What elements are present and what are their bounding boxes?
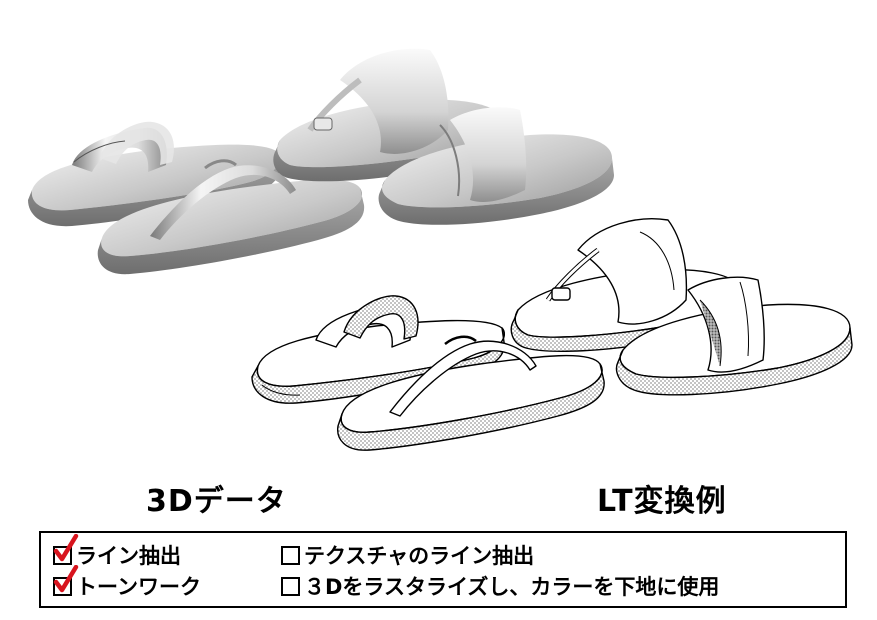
check-mark-icon — [53, 533, 79, 561]
lt-band-sandal-front — [615, 276, 853, 396]
checkbox-texture-line-extraction[interactable] — [281, 545, 300, 565]
option-line-extraction[interactable]: ライン抽出 — [53, 533, 181, 570]
option-texture-line-extraction[interactable]: テクスチャのライン抽出 — [281, 540, 534, 570]
conversion-options-panel: ライン抽出 トーンワーク テクスチャのライン抽出 ３Dをラスタライズし、カラーを… — [39, 531, 847, 608]
render-3d-group — [28, 48, 614, 275]
caption-lt-example: LT変換例 — [597, 484, 727, 519]
option-label: ライン抽出 — [76, 544, 181, 568]
caption-3d-data: 3Dデータ — [146, 484, 287, 519]
checkbox-line-extraction[interactable] — [53, 533, 79, 565]
lt-strap-sandal-back — [251, 295, 505, 404]
check-mark-icon — [53, 564, 79, 592]
checkbox-tone-work[interactable] — [53, 564, 79, 596]
render-lt-group — [251, 218, 853, 451]
checkbox-rasterize-3d-color[interactable] — [281, 576, 300, 596]
option-label: ３Dをラスタライズし、カラーを下地に使用 — [304, 575, 720, 599]
option-label: テクスチャのライン抽出 — [304, 544, 535, 568]
render-band-sandal-front — [378, 107, 614, 225]
option-label: トーンワーク — [76, 575, 201, 599]
render-thong-sandal-front — [97, 159, 365, 275]
option-tone-work[interactable]: トーンワーク — [53, 564, 201, 601]
option-rasterize-3d-color[interactable]: ３Dをラスタライズし、カラーを下地に使用 — [281, 571, 719, 601]
lt-thong-sandal-front — [337, 335, 605, 451]
